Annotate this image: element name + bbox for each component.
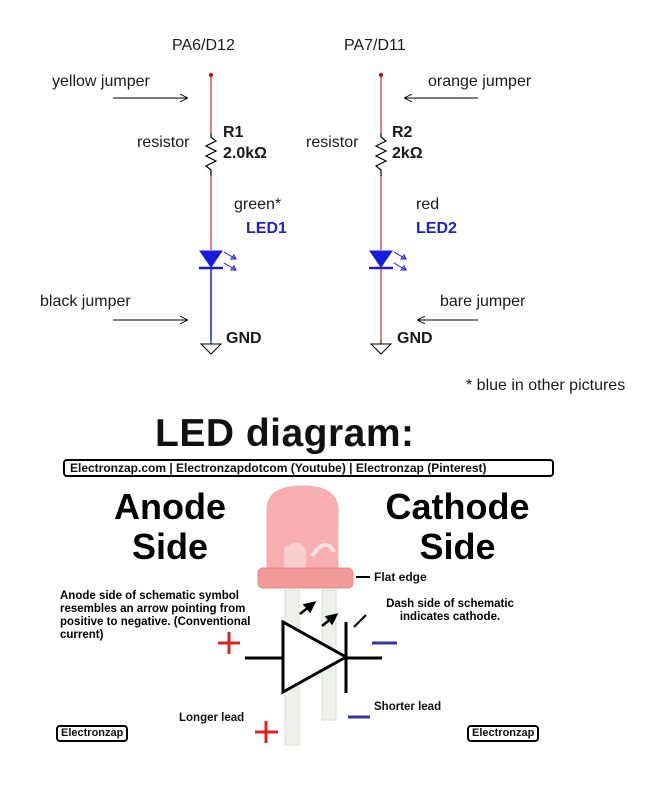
plus-sign-lower	[255, 721, 278, 743]
left-led-symbol	[199, 250, 223, 268]
left-bottom-jumper-label: black jumper	[40, 293, 131, 310]
left-led-color: green*	[234, 196, 282, 213]
left-node-label: PA6/D12	[172, 37, 235, 54]
cathode-note: Dash side of schematic indicates cathode…	[386, 598, 514, 623]
right-led-ref: LED2	[416, 220, 457, 237]
left-led-ref: LED1	[246, 220, 287, 237]
cathode-heading: Cathode Side	[355, 487, 560, 567]
anode-heading-line2: Side	[131, 526, 209, 567]
diagram-title: LED diagram:	[155, 412, 415, 455]
right-led-symbol	[369, 250, 393, 268]
footnote: * blue in other pictures	[466, 377, 626, 394]
credits-banner: Electronzap.com | Electronzapdotcom (You…	[70, 461, 487, 475]
right-top-jumper-label: orange jumper	[428, 73, 532, 90]
left-ground-symbol	[199, 343, 223, 355]
left-circuit	[113, 73, 237, 355]
right-led-color: red	[416, 196, 440, 213]
plus-sign-upper	[218, 632, 240, 654]
diode-emission-arrows	[299, 601, 339, 627]
right-circuit	[369, 73, 478, 355]
left-resistor-ref: R1	[223, 124, 244, 141]
anode-heading-line1: Anode	[114, 486, 226, 527]
right-node-label: PA7/D11	[344, 37, 406, 54]
polarity-marks	[218, 632, 397, 743]
left-resistor-word: resistor	[137, 134, 190, 151]
right-resistor-ref: R2	[392, 124, 413, 141]
left-resistor-value: 2.0kΩ	[223, 145, 267, 162]
left-led-emission-arrows	[223, 251, 237, 271]
left-top-jumper-label: yellow jumper	[52, 73, 150, 90]
anode-heading: Anode Side	[60, 487, 280, 567]
flat-edge-label: Flat edge	[374, 570, 427, 584]
cathode-note-pointer	[353, 614, 367, 628]
watermark-right: Electronzap	[467, 725, 540, 742]
led-rim	[257, 567, 354, 589]
led-schematic-symbol	[245, 601, 382, 695]
credits-banner-frame	[63, 459, 554, 477]
shorter-lead-label: Shorter lead	[374, 701, 442, 713]
left-gnd-label: GND	[226, 330, 262, 347]
right-resistor-word: resistor	[306, 134, 359, 151]
cathode-heading-line1: Cathode	[385, 486, 530, 527]
watermark-left: Electronzap	[56, 725, 129, 742]
longer-lead-label: Longer lead	[179, 712, 245, 724]
anode-note: Anode side of schematic symbol resembles…	[60, 590, 251, 641]
right-led-emission-arrows	[393, 251, 407, 271]
right-ground-symbol	[369, 343, 393, 355]
left-resistor-symbol	[204, 133, 218, 176]
right-resistor-value: 2kΩ	[392, 145, 423, 162]
cathode-heading-line2: Side	[419, 526, 496, 567]
right-resistor-symbol	[374, 133, 388, 176]
right-gnd-label: GND	[397, 330, 433, 347]
right-bottom-jumper-label: bare jumper	[440, 293, 526, 310]
diode-triangle	[281, 619, 350, 695]
